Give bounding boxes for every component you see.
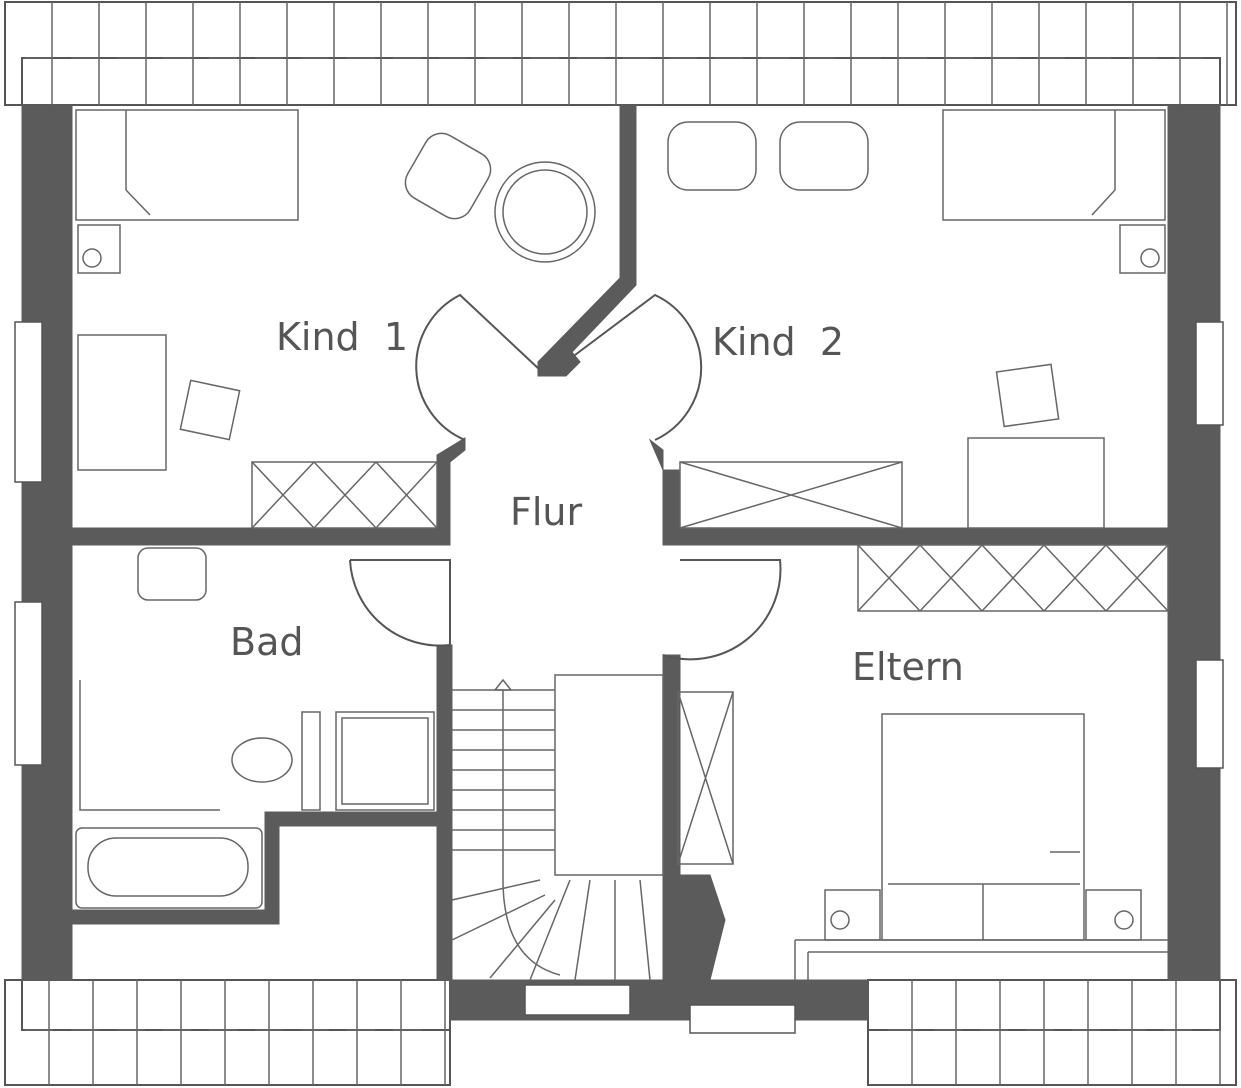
bed <box>75 109 299 221</box>
nightstand <box>77 224 121 274</box>
wardrobe <box>857 544 1169 612</box>
nightstand <box>1085 889 1142 941</box>
stair-tread <box>639 879 651 981</box>
stair-tread <box>451 879 541 901</box>
armchair <box>404 132 492 220</box>
walls <box>21 104 1221 1021</box>
chair <box>995 363 1060 428</box>
stair-tread <box>489 899 556 979</box>
toilet <box>231 737 293 783</box>
round-table <box>494 161 596 263</box>
stair-tread <box>574 879 591 981</box>
armchair <box>667 121 757 191</box>
desk <box>967 437 1105 529</box>
staircase <box>451 674 664 981</box>
sink <box>137 547 207 601</box>
eltern-furniture <box>677 544 1169 980</box>
windows <box>14 321 1224 1034</box>
wardrobe <box>679 461 903 529</box>
bathtub <box>75 827 263 909</box>
nightstand <box>1119 224 1166 274</box>
shower <box>335 711 435 811</box>
kind2-furniture <box>667 109 1166 529</box>
room-label-flur: Flur <box>510 490 582 534</box>
armchair <box>779 121 869 191</box>
bad-furniture <box>75 547 435 909</box>
doors <box>349 293 782 661</box>
room-label-eltern: Eltern <box>852 645 964 689</box>
wardrobe <box>251 461 438 529</box>
desk <box>77 334 167 471</box>
roof-bottom-right <box>867 979 1237 1086</box>
roof-bottom-left <box>4 979 451 1086</box>
shelf <box>677 691 734 865</box>
roof-top <box>4 1 1237 106</box>
room-label-kind2: Kind 2 <box>712 320 844 364</box>
bed <box>942 109 1166 221</box>
chair <box>179 379 241 441</box>
kind1-furniture <box>75 109 596 529</box>
room-label-bad: Bad <box>230 620 303 664</box>
stair-tread <box>451 894 546 941</box>
stair-tread <box>529 879 571 981</box>
room-label-kind1: Kind 1 <box>276 315 408 359</box>
